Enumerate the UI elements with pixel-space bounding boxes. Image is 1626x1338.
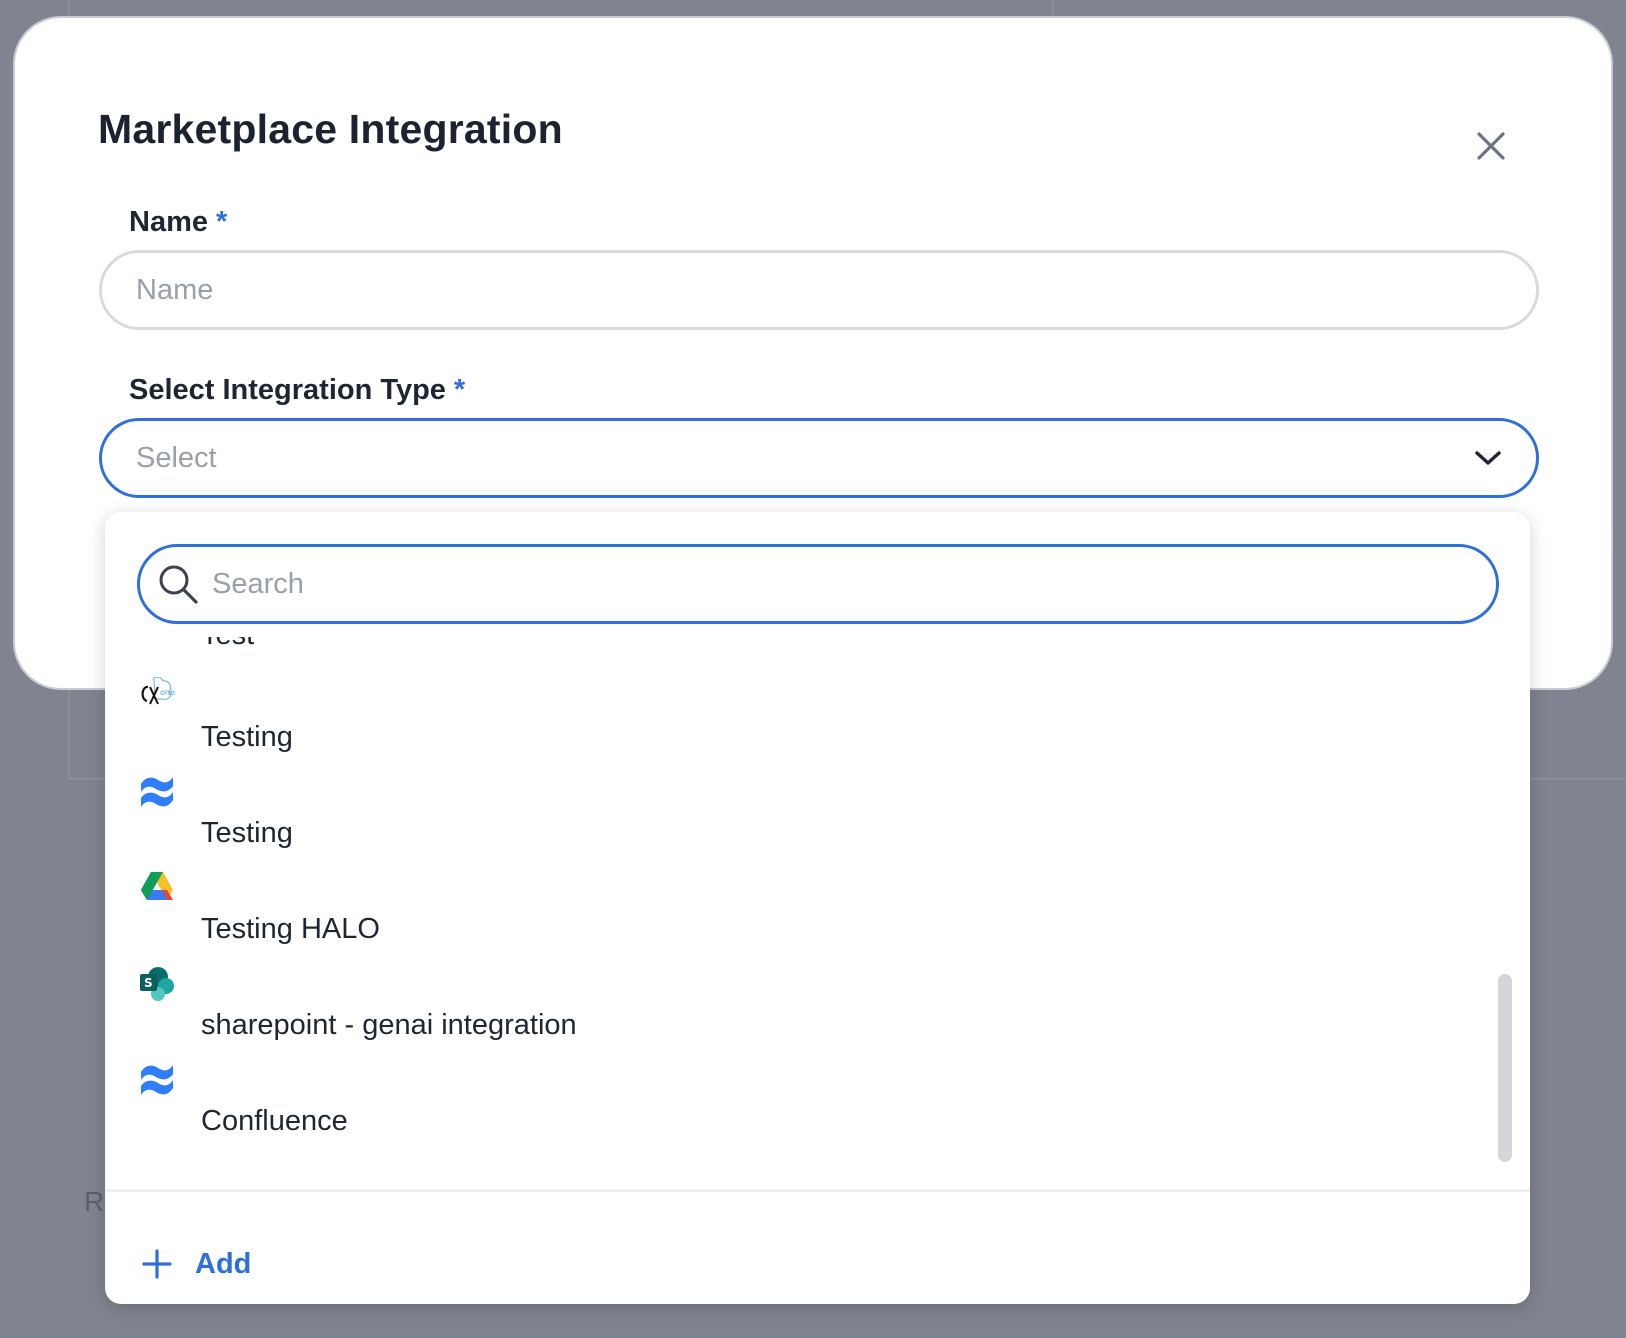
option-label: Testing <box>201 721 293 753</box>
background-text: R <box>84 1186 105 1217</box>
sharepoint-icon: S <box>140 967 174 1001</box>
plus-icon <box>142 1249 172 1279</box>
close-button[interactable] <box>1467 122 1515 170</box>
confluence-icon <box>141 777 173 807</box>
list-item[interactable]: Test <box>105 637 1485 671</box>
required-asterisk: * <box>453 374 466 406</box>
integration-type-label-text: Select Integration Type <box>129 374 446 406</box>
select-placeholder: Select <box>136 441 217 474</box>
close-icon <box>1477 132 1505 160</box>
list-item[interactable]: Confluence <box>105 1061 1485 1157</box>
add-button[interactable]: Add <box>141 1242 251 1286</box>
option-label: Confluence <box>201 1105 348 1137</box>
integration-type-label: Select Integration Type* <box>129 374 465 407</box>
divider <box>105 1189 1530 1192</box>
integration-type-dropdown: Test one Testing Testing <box>105 512 1530 1304</box>
list-item[interactable]: Testing HALO <box>105 869 1485 965</box>
scrollbar-thumb[interactable] <box>1498 974 1512 1162</box>
list-item[interactable]: Testing <box>105 773 1485 869</box>
integration-type-select[interactable]: Select <box>99 418 1539 498</box>
name-input[interactable] <box>99 250 1539 330</box>
name-label: Name* <box>129 206 227 239</box>
confluence-icon <box>141 1065 173 1095</box>
name-label-text: Name <box>129 206 208 238</box>
search-icon <box>159 565 198 604</box>
list-item[interactable]: one Testing <box>105 677 1485 773</box>
cxone-icon: one <box>141 677 175 705</box>
option-label: sharepoint - genai integration <box>201 1009 577 1041</box>
search-box[interactable] <box>137 544 1499 624</box>
svg-text:one: one <box>160 688 175 697</box>
option-list[interactable]: Test one Testing Testing <box>105 637 1530 1172</box>
google-drive-icon <box>141 872 173 900</box>
option-label: Test <box>201 637 254 652</box>
chevron-down-icon <box>1475 451 1501 465</box>
svg-text:S: S <box>144 976 153 990</box>
add-label: Add <box>195 1247 252 1280</box>
option-label: Testing HALO <box>201 913 380 945</box>
search-input[interactable] <box>210 566 1496 602</box>
required-asterisk: * <box>216 206 228 238</box>
modal-title: Marketplace Integration <box>98 106 563 152</box>
option-label: Testing <box>201 817 293 849</box>
list-item[interactable]: S sharepoint - genai integration <box>105 965 1485 1061</box>
